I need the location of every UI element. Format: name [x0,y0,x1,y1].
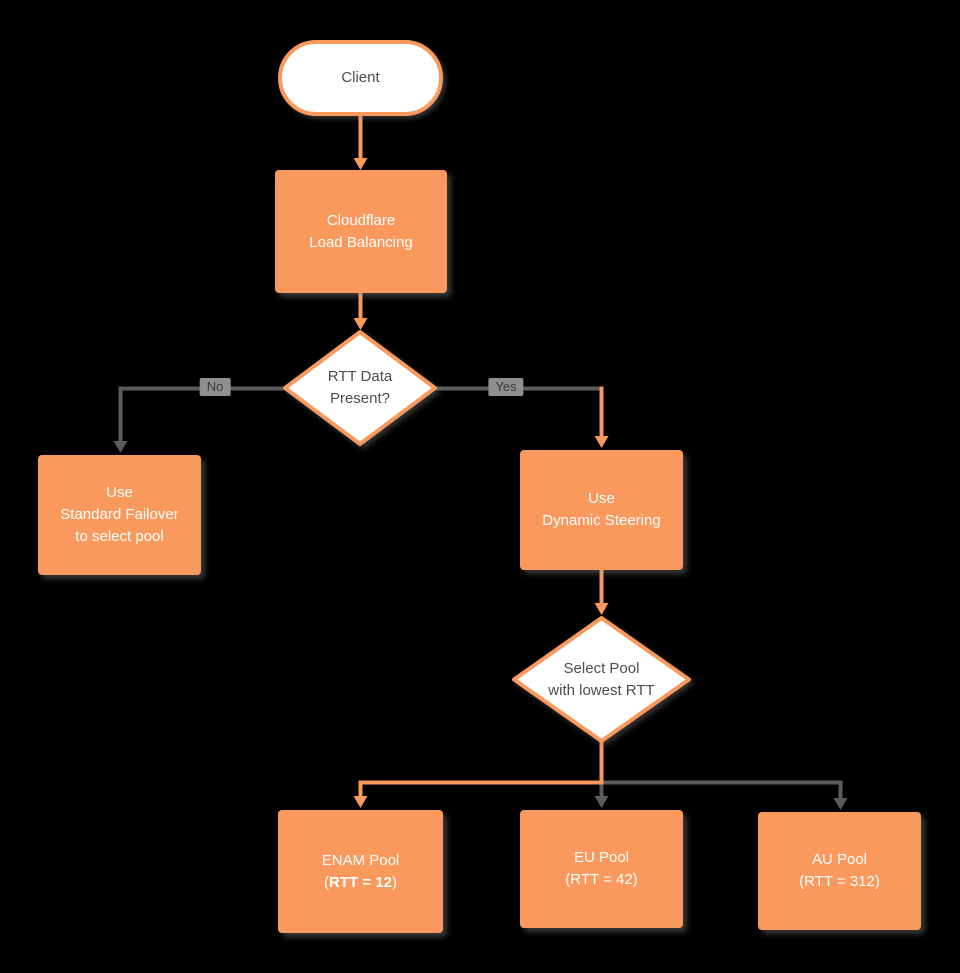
decision-select-pool-label: Select Pool with lowest RTT [511,615,692,744]
node-eu-pool-line1: EU Pool [573,849,630,866]
decision-select-pool-shape [512,616,691,743]
enam-rtt-close: ) [391,873,397,891]
arrowhead-rtt-decision [353,318,368,330]
arrowhead-eu-pool [594,796,609,808]
enam-rtt-open: ( [324,873,330,891]
arrowhead-enam-pool [353,796,368,808]
node-eu-pool-line2: (RTT = 42) [565,871,638,888]
node-dynamic-steering: Use Dynamic Steering [520,450,683,570]
node-au-pool-line2: (RTT = 312) [799,873,880,890]
arrowhead-au-pool [833,798,848,810]
decision-rtt-data-shape [283,330,437,446]
node-eu-pool: EU Pool (RTT = 42) [520,810,683,928]
node-load-balancer: Cloudflare Load Balancing [275,170,447,293]
diamond-shape [283,330,437,446]
node-standard-failover-line3: to select pool [75,528,164,545]
edge-select-pool-to-enam [358,780,604,798]
decision-select-pool-line1: Select Pool [563,659,640,677]
decision-rtt-data-line2: Present? [329,390,391,407]
node-standard-failover: Use Standard Failover to select pool [38,455,201,575]
edge-label-yes: Yes [488,378,524,396]
arrowhead-load-balancer [353,158,368,170]
node-client: Client [278,40,443,116]
arrowhead-select-pool [594,603,609,615]
node-load-balancer-line2: Load Balancing [309,233,413,251]
decision-select-pool-line2: with lowest RTT [548,681,655,699]
node-client-label: Client [341,69,380,86]
decision-rtt-data-line1: RTT Data [327,368,393,385]
decision-rtt-data: RTT Data Present? [282,329,438,447]
node-standard-failover-line2: Standard Failover [60,506,179,523]
node-enam-pool-line1: ENAM Pool [321,851,400,869]
node-load-balancer-line1: Cloudflare [326,211,396,229]
node-standard-failover-line1: Use [106,484,133,501]
decision-rtt-data-label: RTT Data Present? [282,329,438,447]
edge-select-pool-to-au [599,780,843,800]
node-au-pool-line1: AU Pool [811,851,868,868]
arrowhead-dynamic-steering [594,436,609,448]
node-dynamic-steering-line1: Use [588,490,615,507]
edge-no-branch [118,386,284,443]
decision-select-pool: Select Pool with lowest RTT [511,615,692,744]
edge-label-no: No [199,378,231,396]
enam-rtt-value: RTT = 12 [329,873,392,891]
node-enam-pool: ENAM Pool (RTT = 12) [278,810,443,933]
node-enam-pool-line2: (RTT = 12) [324,872,397,894]
arrowhead-standard-failover [113,441,128,453]
node-dynamic-steering-line2: Dynamic Steering [542,512,661,529]
diamond-shape [512,616,691,743]
node-au-pool: AU Pool (RTT = 312) [758,812,921,930]
